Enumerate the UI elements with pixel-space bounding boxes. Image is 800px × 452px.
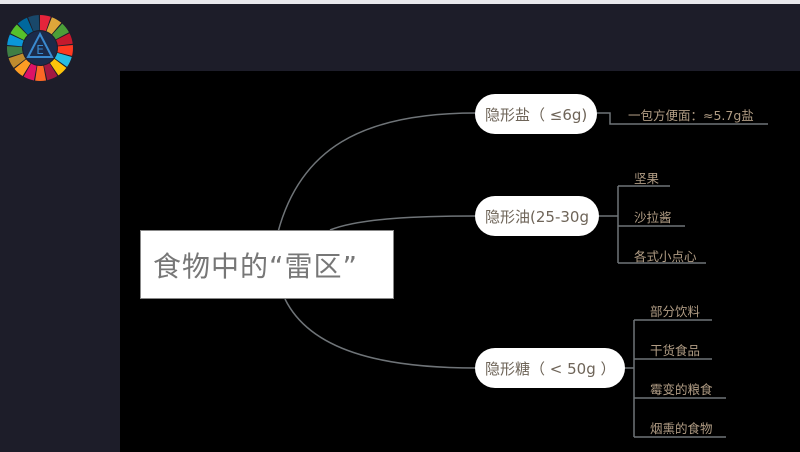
logo-segment — [10, 24, 28, 40]
top-strip — [0, 0, 800, 4]
leaf-salad-dressing[interactable]: 沙拉酱 — [634, 210, 672, 225]
connector-salt — [277, 112, 477, 233]
leaf-smoked-food[interactable]: 烟熏的食物 — [650, 421, 713, 436]
leaf-snacks[interactable]: 各式小点心 — [634, 249, 697, 264]
logo-segment — [7, 46, 23, 58]
logo-segment — [40, 15, 51, 31]
connector-oil-leaves — [596, 185, 706, 264]
branch-hidden-oil[interactable]: 隐形油(25-30g — [475, 196, 599, 236]
leaf-moldy-grain[interactable]: 霉变的粮食 — [650, 382, 713, 397]
logo-segment — [17, 17, 33, 35]
logo-segment — [50, 58, 67, 76]
leaf-drinks[interactable]: 部分饮料 — [650, 304, 701, 319]
leaf-dried-goods[interactable]: 干货食品 — [650, 343, 701, 358]
svg-text:E: E — [36, 43, 44, 57]
connector-sugar — [284, 298, 477, 369]
connector-salt-leaf — [590, 112, 768, 125]
leaf-nuts[interactable]: 坚果 — [634, 171, 660, 186]
branch-hidden-salt[interactable]: 隐形盐（ ≤6g) — [475, 94, 598, 134]
logo-segment — [43, 63, 58, 81]
connector-oil — [329, 215, 477, 231]
central-topic[interactable]: 食物中的“雷区” — [140, 230, 394, 299]
logo-segment — [8, 53, 26, 68]
logo-segment — [57, 44, 73, 56]
leaf-instant-noodles[interactable]: 一包方便面：≈5.7g盐 — [628, 108, 754, 123]
logo-segment — [56, 33, 73, 46]
logo-segment — [54, 52, 72, 67]
logo-segment — [7, 34, 24, 47]
sdg-wheel-logo-icon: E — [7, 15, 73, 82]
logo-segment — [23, 63, 37, 81]
logo-segment — [35, 65, 47, 82]
logo-segment — [28, 15, 40, 32]
logo-segment — [46, 17, 62, 35]
logo-segment — [14, 59, 31, 77]
logo-segment — [52, 23, 69, 40]
branch-hidden-sugar[interactable]: 隐形糖（ < 50g ） — [475, 348, 626, 388]
